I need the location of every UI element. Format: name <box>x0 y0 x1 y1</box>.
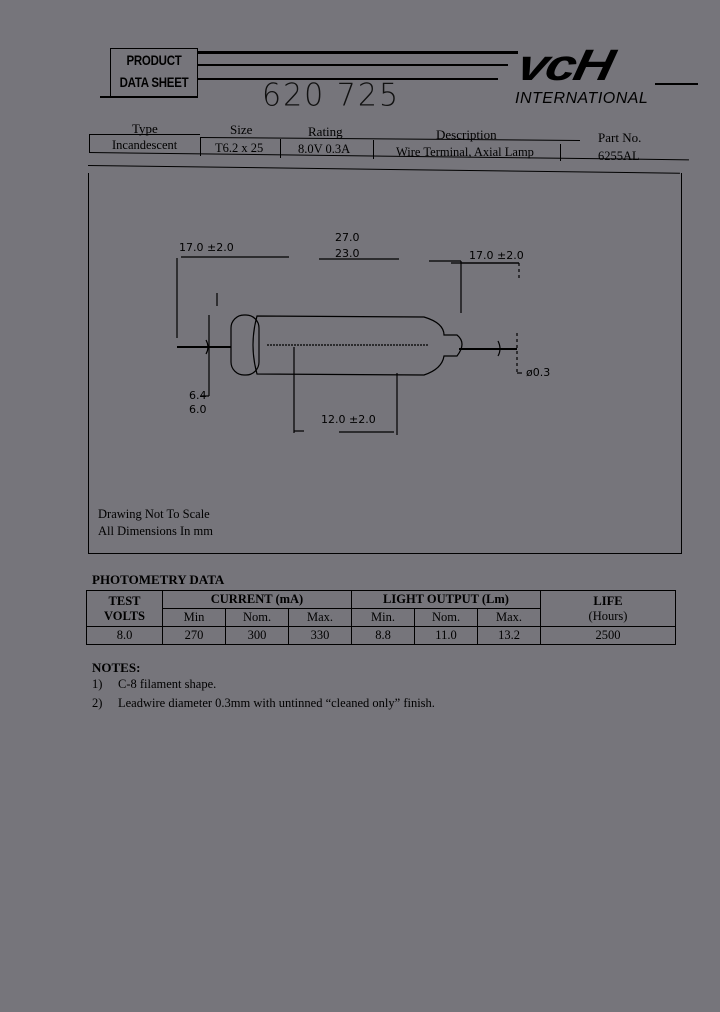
note-text: Leadwire diameter 0.3mm with untinned “c… <box>118 696 435 710</box>
cell-current-max: 330 <box>288 626 352 645</box>
spec-header-rating: Rating <box>308 124 343 139</box>
cell-light-min: 8.8 <box>351 626 415 645</box>
lead-bend-right <box>497 340 501 357</box>
dim-overall-min: 23.0 <box>335 247 360 260</box>
header-label-product: PRODUCT <box>126 52 182 68</box>
life-label: LIFE <box>593 593 623 608</box>
lamp-cap <box>230 314 260 376</box>
subheader-current-min: Min <box>162 608 226 627</box>
test-volts-header: TEST VOLTS <box>86 590 163 627</box>
handwritten-number: 620 725 <box>262 77 401 114</box>
subheader-light-nom: Nom. <box>414 608 478 627</box>
notes-title: NOTES: <box>92 660 141 675</box>
subheader-light-max: Max. <box>477 608 541 627</box>
header-rule-right <box>655 83 698 85</box>
drawing-scale-note: Drawing Not To Scale <box>98 507 210 521</box>
spec-rule <box>560 144 561 161</box>
cell-light-nom: 11.0 <box>414 626 478 645</box>
test-label: TEST <box>108 593 141 608</box>
header-rule-1 <box>198 51 518 54</box>
hours-label: (Hours) <box>588 608 628 623</box>
spec-type-value: Incandescent <box>112 138 178 152</box>
photometry-title: PHOTOMETRY DATA <box>92 572 225 587</box>
subheader-current-nom: Nom. <box>225 608 289 627</box>
dim-filament-length: 12.0 ±2.0 <box>321 413 376 426</box>
subheader-light-min: Min. <box>351 608 415 627</box>
spec-header-type: Type <box>132 121 158 136</box>
brand-subtitle: INTERNATIONAL <box>515 90 649 107</box>
dim-overall-max: 27.0 <box>335 231 360 244</box>
lamp-drawing-frame: 17.0 ±2.0 27.0 23.0 17.0 ±2.0 6.4 6.0 12… <box>88 173 682 554</box>
current-header: CURRENT (mA) <box>162 590 352 609</box>
note-text: C-8 filament shape. <box>118 677 217 691</box>
header-label-data-sheet: DATA SHEET <box>119 74 189 90</box>
product-data-sheet-box: PRODUCT DATA SHEET <box>110 48 198 97</box>
spec-size-value: T6.2 x 25 <box>215 141 264 155</box>
life-header: LIFE (Hours) <box>540 590 676 627</box>
header-box-underline <box>100 96 198 98</box>
spec-rule <box>200 138 201 156</box>
cell-current-min: 270 <box>162 626 226 645</box>
lamp-bulb <box>252 315 463 376</box>
spec-rule <box>89 134 200 135</box>
spec-rating-value: 8.0V 0.3A <box>298 142 351 156</box>
dim-lead-diameter: ø0.3 <box>526 366 551 379</box>
subheader-current-max: Max. <box>288 608 352 627</box>
spec-header-size: Size <box>230 122 253 137</box>
note-number: 1) <box>92 677 103 691</box>
note-number: 2) <box>92 696 103 710</box>
spec-rule <box>89 134 90 152</box>
spec-header-description: Description <box>436 127 497 142</box>
spec-rule <box>280 139 281 158</box>
cell-current-nom: 300 <box>225 626 289 645</box>
spec-description-value: Wire Terminal, Axial Lamp <box>396 145 534 159</box>
header-rule-3 <box>198 78 498 80</box>
note-item: 1) C-8 filament shape. <box>92 677 216 692</box>
cell-test-volts: 8.0 <box>86 626 163 645</box>
light-output-header: LIGHT OUTPUT (Lm) <box>351 590 541 609</box>
header-rule-2 <box>198 64 508 66</box>
dim-lead-left: 17.0 ±2.0 <box>179 241 234 254</box>
spec-part-no-value: 6255AL <box>598 149 640 163</box>
dim-diameter-max: 6.4 <box>189 389 207 402</box>
cell-life: 2500 <box>540 626 676 645</box>
drawing-units-note: All Dimensions In mm <box>98 524 213 538</box>
dim-lead-right: 17.0 ±2.0 <box>469 249 524 262</box>
vch-logo: vcH <box>512 41 617 90</box>
dim-diameter-min: 6.0 <box>189 403 207 416</box>
photometry-table: TEST VOLTS CURRENT (mA) LIGHT OUTPUT (Lm… <box>86 590 676 645</box>
lead-bend-left <box>205 339 209 355</box>
spec-header-part-no: Part No. <box>598 130 642 145</box>
spec-rule <box>373 140 374 159</box>
table-row: 8.0 270 300 330 8.8 11.0 13.2 2500 <box>86 626 676 645</box>
cell-light-max: 13.2 <box>477 626 541 645</box>
lamp-drawing <box>176 256 522 435</box>
volts-label: VOLTS <box>104 608 145 623</box>
note-item: 2) Leadwire diameter 0.3mm with untinned … <box>92 696 435 711</box>
